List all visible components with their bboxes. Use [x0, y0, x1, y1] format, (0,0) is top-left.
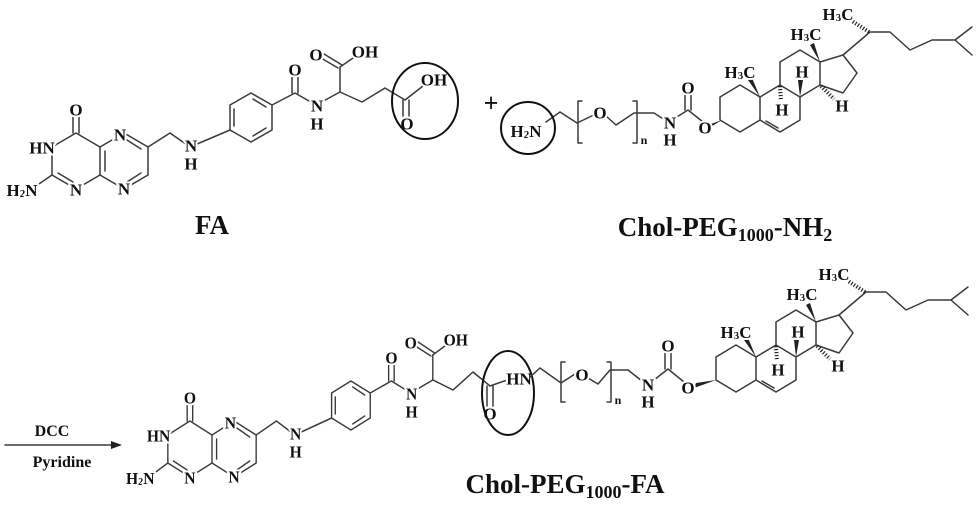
highlight-circle-amine — [500, 101, 556, 155]
amino-bond — [35, 174, 53, 187]
benzene-ring — [229, 92, 273, 143]
repeat-n: n — [641, 133, 648, 147]
atom-HN: HN — [506, 370, 532, 389]
folic-acid-core: O HN H2N N N N N H O N H O OH — [4, 41, 380, 203]
ring-double-bonds — [57, 139, 142, 183]
product-peg-linker: O n N H O O — [529, 335, 716, 414]
stereo-hash — [778, 85, 783, 102]
peg-amine-linker: H2N O n N H O O — [500, 77, 722, 155]
atom-H: H — [795, 63, 808, 82]
stereo-wedge — [810, 43, 820, 62]
highlight-circle-carboxyl — [391, 62, 459, 140]
atom-H3C: H3C — [724, 63, 755, 83]
alpha-carboxyl-bonds — [320, 53, 357, 69]
amide-carbonyl — [291, 76, 299, 94]
atom-O: O — [661, 337, 674, 356]
reaction-arrow: DCC Pyridine — [4, 423, 122, 471]
reagent-dcc: DCC — [35, 423, 70, 440]
atom-OH: OH — [421, 71, 447, 90]
c5-c6-double-bond — [765, 120, 779, 129]
atom-H3C: H3C — [822, 5, 853, 25]
stereo-wedge — [694, 380, 716, 388]
atom-N: N — [118, 180, 131, 199]
amide-chain — [271, 66, 341, 106]
atom-H2N: H2N — [6, 181, 38, 201]
atom-O: O — [698, 119, 711, 138]
highlight-circle-amide — [481, 350, 535, 436]
atom-O: O — [575, 366, 588, 385]
repeat-n: n — [615, 393, 622, 407]
atom-O: O — [400, 115, 413, 134]
atom-H2N: H2N — [510, 122, 542, 142]
ring-c — [779, 49, 821, 98]
atom-O: O — [288, 61, 301, 80]
atom-O: O — [681, 379, 694, 398]
atom-H3C: H3C — [790, 25, 821, 45]
stereo-wedge — [709, 120, 722, 128]
carbonyl-double-bond — [72, 115, 80, 134]
ring-b — [759, 84, 801, 133]
solvent-pyridine: Pyridine — [33, 454, 92, 471]
benzene-double-bonds — [233, 98, 267, 137]
atom-O: O — [69, 101, 82, 120]
pyrazine-ring — [99, 132, 149, 190]
repeat-brackets — [577, 100, 638, 144]
atom-N: N — [114, 126, 127, 145]
atom-N: N — [185, 137, 198, 156]
atom-N: N — [664, 114, 677, 133]
atom-N: N — [642, 376, 655, 395]
atom-H: H — [310, 115, 323, 134]
plus-sign: + — [484, 89, 499, 118]
atom-HN: HN — [29, 139, 55, 158]
stereo-wedge — [748, 78, 760, 97]
atom-H: H — [835, 97, 848, 116]
atom-N: N — [70, 181, 83, 200]
label-fa: FA — [195, 210, 229, 240]
cholesterol-skeleton: H3C H3C H3C H H H — [719, 3, 973, 133]
product-cholesterol-skeleton — [714, 262, 970, 394]
ring-a — [719, 84, 761, 133]
glutamate-side-chain — [339, 85, 424, 117]
atom-O: O — [309, 46, 322, 65]
arrow-head-icon — [111, 441, 122, 449]
atom-H: H — [184, 155, 197, 174]
label-chol-peg-fa: Chol-PEG1000-FA — [466, 469, 665, 502]
methylene-amine-bonds — [147, 129, 231, 148]
side-chain — [842, 26, 973, 56]
repeat-brackets — [560, 361, 612, 403]
carbamate-bonds — [671, 92, 704, 123]
ring-d — [819, 54, 858, 94]
atom-O: O — [681, 79, 694, 98]
label-chol-peg-nh2: Chol-PEG1000-NH2 — [618, 212, 833, 245]
peg-chain — [545, 111, 669, 126]
product-amide-linkage: O HN — [432, 350, 535, 436]
atom-H: H — [775, 101, 788, 120]
atom-N: N — [311, 97, 324, 116]
atom-OH: OH — [352, 43, 378, 62]
glutamate-amide-chain — [432, 371, 511, 407]
fa-gamma-carboxyl: OH O — [339, 62, 459, 140]
carbamate-bonds — [653, 351, 685, 383]
atom-H: H — [663, 131, 676, 150]
stereo-hash — [819, 84, 836, 101]
product-folic-acid-core — [123, 328, 471, 490]
atom-H: H — [641, 393, 654, 412]
stereo-hash — [850, 19, 871, 34]
stereo-wedge — [798, 80, 803, 97]
peg-chain — [529, 367, 643, 385]
atom-O: O — [593, 104, 606, 123]
